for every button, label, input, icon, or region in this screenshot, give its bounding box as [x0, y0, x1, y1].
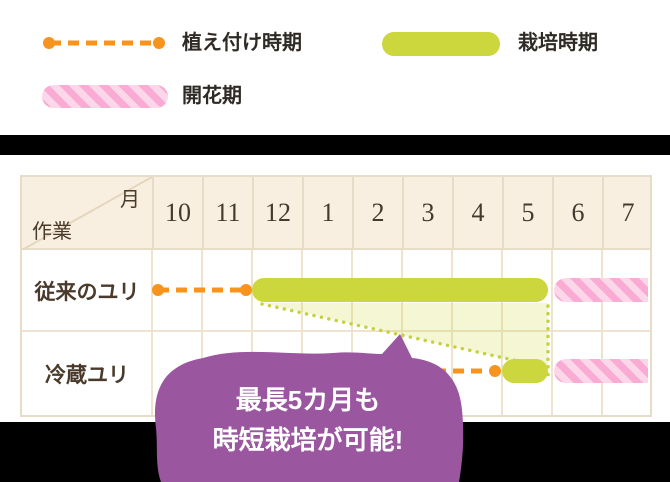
cultivation-bar-icon: [382, 32, 500, 56]
row2-planting-dashed-line: [417, 365, 501, 377]
row1-flowering-bar: [554, 278, 648, 302]
top-separator-bar: [0, 135, 670, 155]
month-header-4: 4: [452, 177, 502, 248]
month-header-1: 1: [302, 177, 352, 248]
speech-bubble: [154, 334, 464, 482]
grid-line: [251, 250, 253, 415]
grid-line: [601, 250, 603, 415]
planting-dashed-line-icon: [43, 37, 165, 49]
table-corner-cell: 月 作業: [22, 177, 152, 250]
grid-line: [351, 250, 353, 415]
row-label-refrigerated-lily: 冷蔵ユリ: [45, 363, 129, 387]
grid-line: [451, 250, 453, 415]
row2-cultivation-bar: [502, 359, 548, 383]
legend-planting-label: 植え付け時期: [182, 32, 302, 54]
month-header-6: 6: [552, 177, 602, 248]
month-header-7: 7: [602, 177, 652, 248]
month-header-2: 2: [352, 177, 402, 248]
flowering-bar-icon: [42, 85, 168, 108]
month-header-11: 11: [202, 177, 252, 248]
corner-month-label: 月: [120, 189, 140, 211]
legend: 植え付け時期 栽培時期 開花期: [0, 0, 670, 135]
month-header-10: 10: [152, 177, 202, 248]
row1-planting-dashed-line: [152, 284, 252, 296]
grid-line: [551, 250, 553, 415]
row1-cultivation-bar: [252, 278, 548, 302]
month-header-3: 3: [402, 177, 452, 248]
bubble-line1: 最長5カ月も: [235, 385, 381, 415]
row-divider: [22, 330, 650, 332]
row-label-conventional-lily: 従来のユリ: [34, 281, 140, 304]
month-header-12: 12: [252, 177, 302, 248]
corner-task-label: 作業: [32, 221, 72, 243]
grid-line: [201, 250, 203, 415]
month-header-5: 5: [502, 177, 552, 248]
grid-line: [301, 250, 303, 415]
grid-line: [401, 250, 403, 415]
table-header-row: 月 作業 10 11 12 1 2 3 4 5 6 7: [22, 177, 650, 250]
grid-line: [501, 250, 503, 415]
bubble-annotation: 最長5カ月も 時短栽培が可能!: [148, 380, 468, 460]
bubble-line2: 時短栽培が可能!: [212, 425, 404, 455]
legend-flowering-label: 開花期: [182, 85, 242, 107]
grid-line: [151, 250, 153, 415]
row2-flowering-bar: [554, 359, 648, 383]
legend-cultivation-label: 栽培時期: [518, 32, 598, 54]
